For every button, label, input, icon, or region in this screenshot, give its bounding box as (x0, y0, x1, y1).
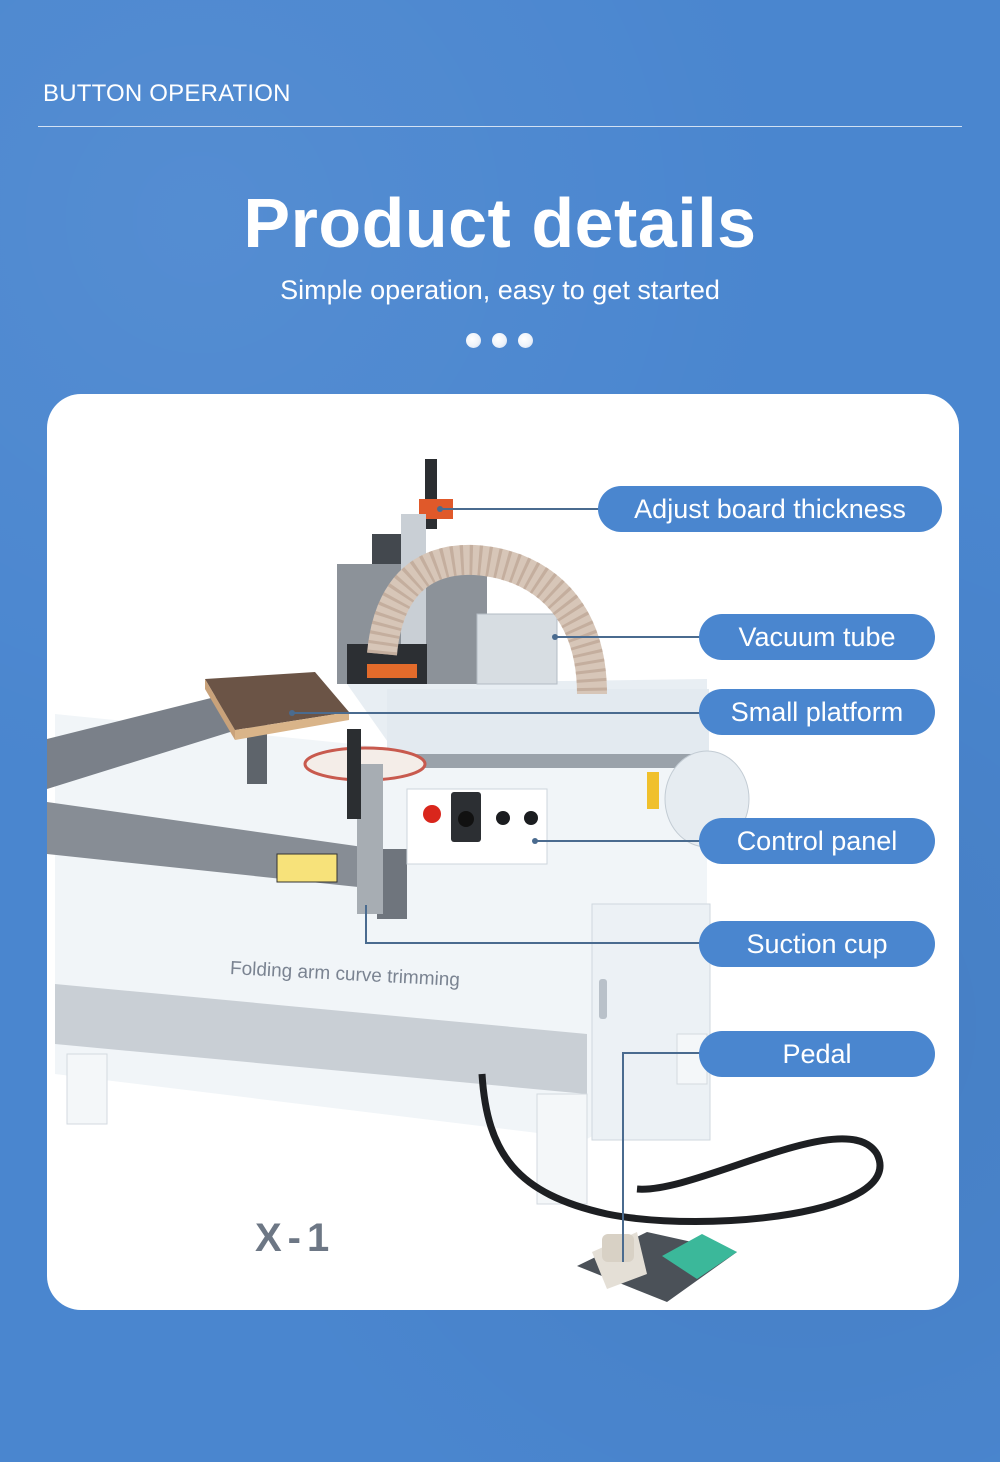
callout-vacuum-tube: Vacuum tube (699, 614, 935, 660)
leader-dot-icon (437, 506, 443, 512)
pagination-dots (466, 333, 536, 349)
header-divider (38, 126, 962, 127)
foot-pedal (478, 1073, 884, 1302)
leader-line (292, 712, 700, 714)
dot-icon (518, 333, 533, 348)
callout-small-platform: Small platform (699, 689, 935, 735)
leader-line (535, 840, 700, 842)
leader-dot-icon (552, 634, 558, 640)
dot-icon (466, 333, 481, 348)
leader-line (365, 942, 700, 944)
leader-v-line (365, 905, 367, 944)
dot-icon (492, 333, 507, 348)
leader-line (555, 636, 700, 638)
page-title: Product details (243, 184, 757, 262)
small-platform (205, 672, 349, 740)
callout-suction-cup: Suction cup (699, 921, 935, 967)
callout-adjust-board-thickness: Adjust board thickness (598, 486, 942, 532)
trimming-head (337, 459, 558, 685)
callout-control-panel: Control panel (699, 818, 935, 864)
leader-dot-icon (532, 838, 538, 844)
page-subtitle: Simple operation, easy to get started (280, 275, 720, 305)
control-panel (406, 788, 548, 865)
leader-dot-icon (289, 710, 295, 716)
leader-line (440, 508, 600, 510)
leader-v-line (622, 1052, 624, 1262)
model-code: X-1 (255, 1216, 336, 1260)
suction-cup (303, 729, 427, 914)
machine-illustration (47, 459, 884, 1302)
callout-pedal: Pedal (699, 1031, 935, 1077)
section-label: BUTTON OPERATION (43, 80, 291, 107)
leader-line (622, 1052, 700, 1054)
